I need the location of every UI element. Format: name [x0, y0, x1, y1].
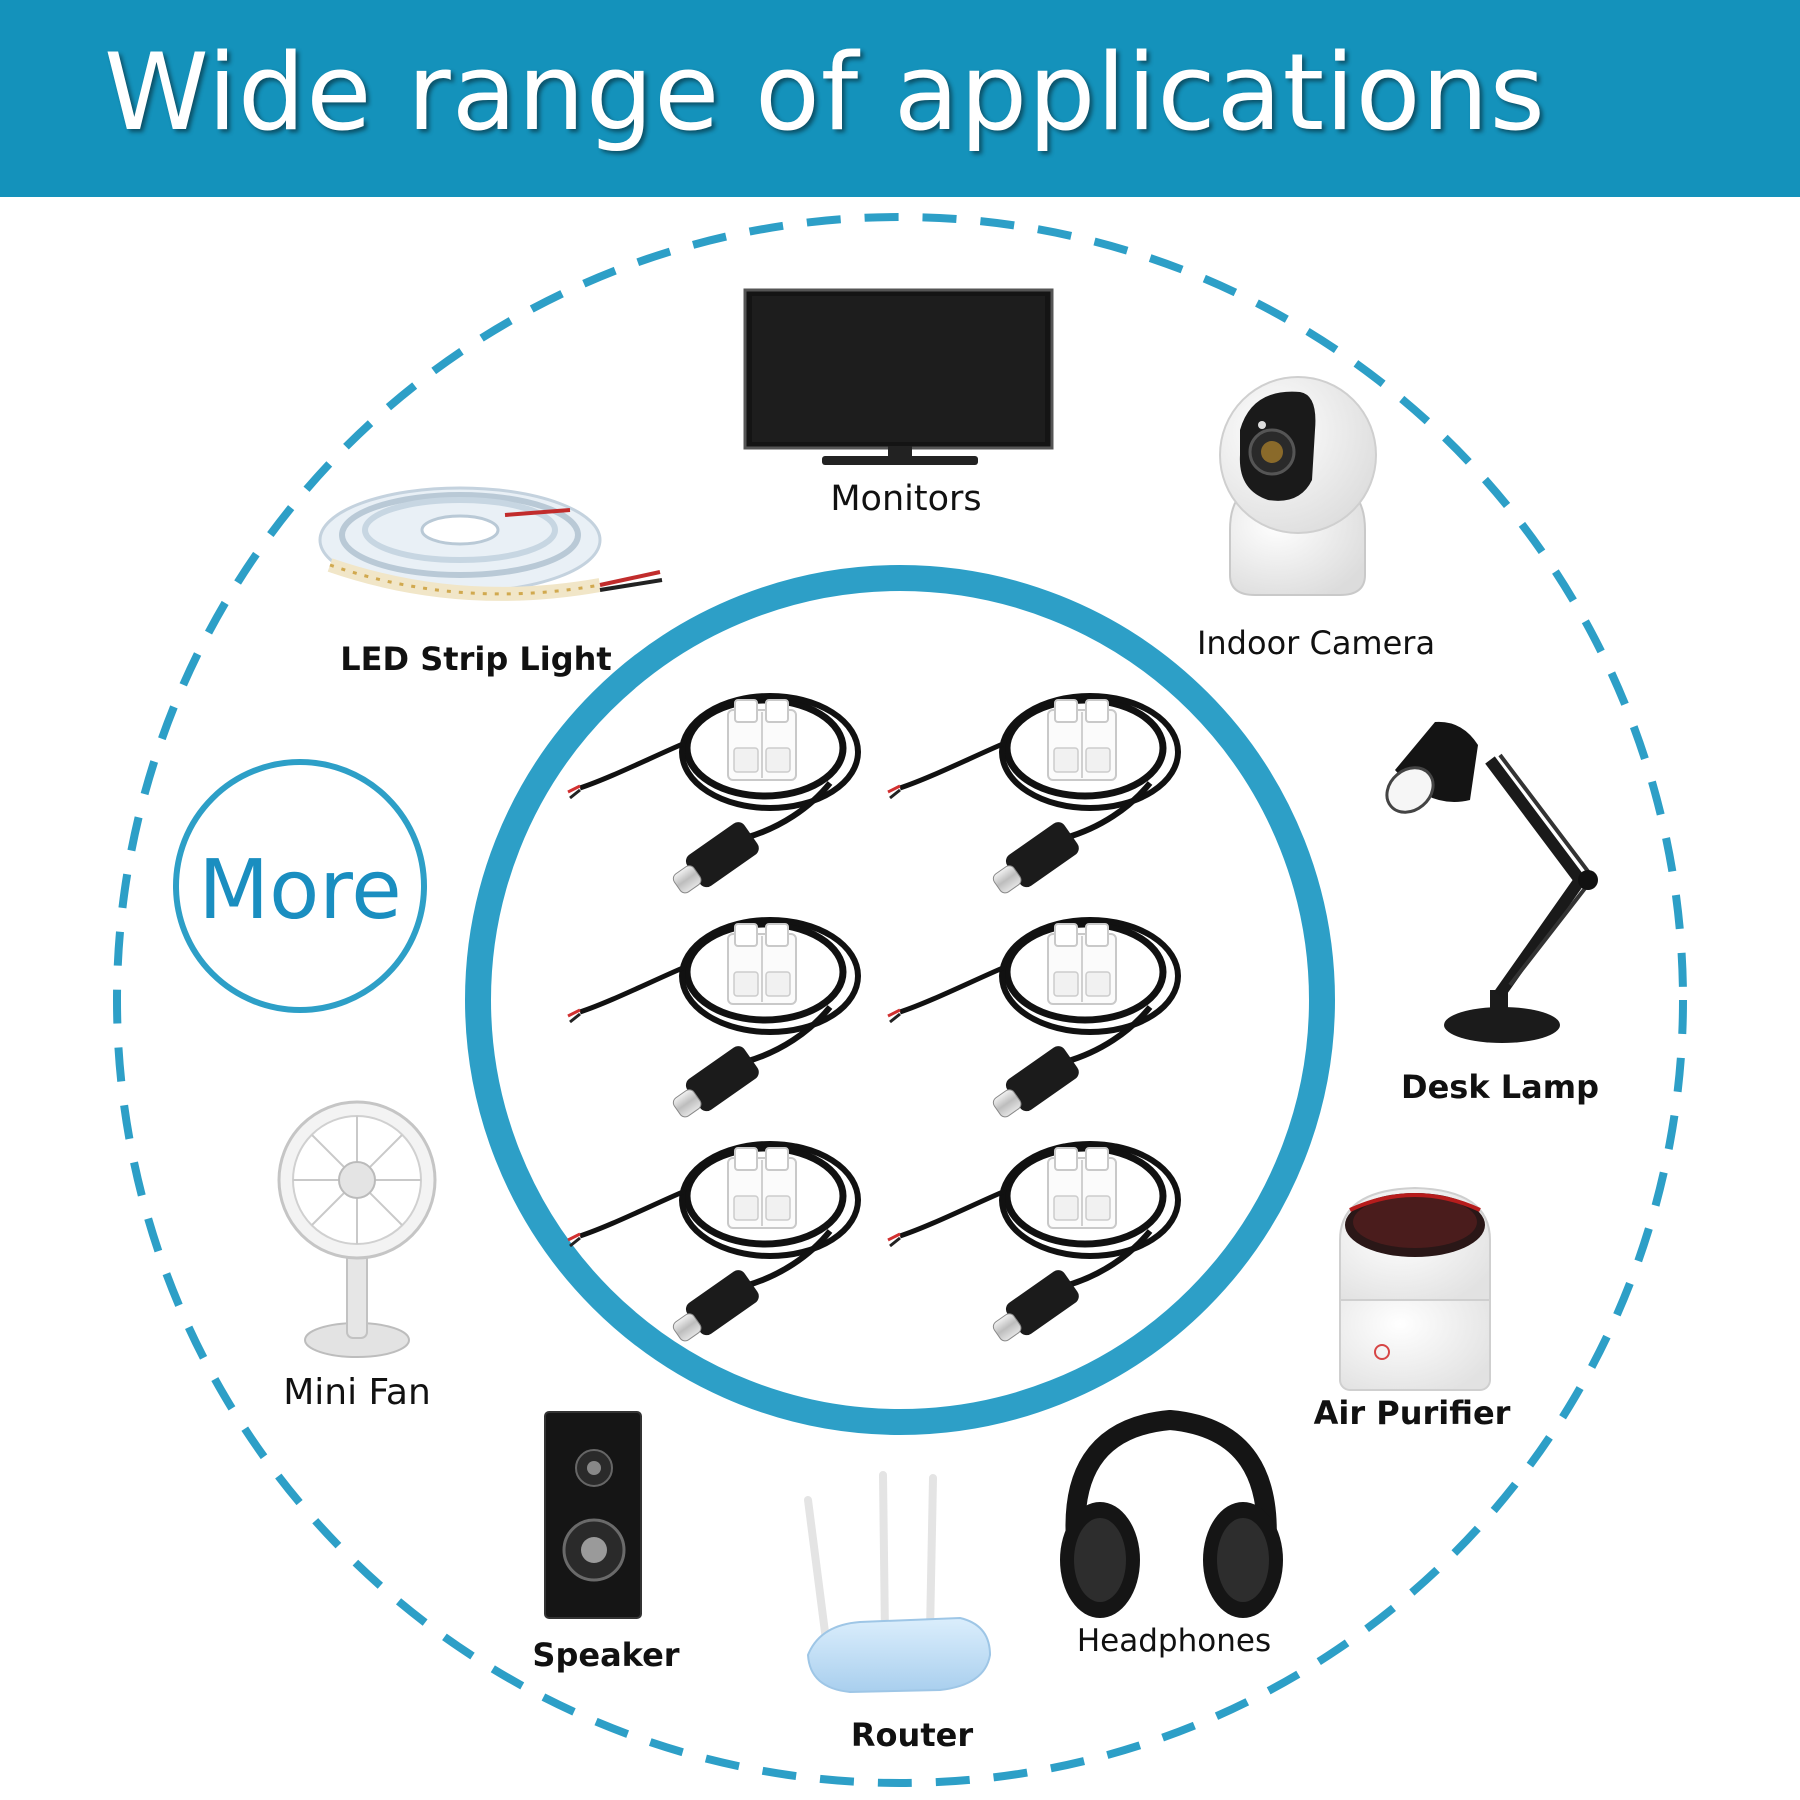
air-purifier-icon [1339, 1186, 1491, 1391]
label-desk-lamp: Desk Lamp [1401, 1068, 1599, 1106]
desk-lamp-icon [1385, 721, 1598, 1043]
label-monitors: Monitors [830, 479, 981, 519]
headphones-icon [1060, 1409, 1283, 1618]
label-indoor-camera: Indoor Camera [1197, 624, 1435, 662]
led-strip-icon [318, 486, 663, 601]
more-badge[interactable]: More [173, 759, 427, 1013]
outer-dashed-ring [113, 213, 1687, 1787]
router-icon [804, 1471, 992, 1694]
label-router: Router [851, 1716, 973, 1754]
monitor-icon [743, 288, 1054, 465]
label-headphones: Headphones [1077, 1623, 1271, 1659]
label-mini-fan: Mini Fan [283, 1372, 431, 1413]
speaker-icon [544, 1411, 642, 1619]
label-speaker: Speaker [532, 1636, 679, 1674]
label-led-strip-light: LED Strip Light [340, 640, 611, 678]
indoor-camera-icon [1219, 376, 1377, 596]
mini-fan-icon [277, 1100, 437, 1358]
header-banner: Wide range of applications [0, 0, 1800, 197]
page-title: Wide range of applications [104, 31, 1546, 154]
label-air-purifier: Air Purifier [1314, 1394, 1511, 1432]
more-label: More [198, 843, 401, 938]
